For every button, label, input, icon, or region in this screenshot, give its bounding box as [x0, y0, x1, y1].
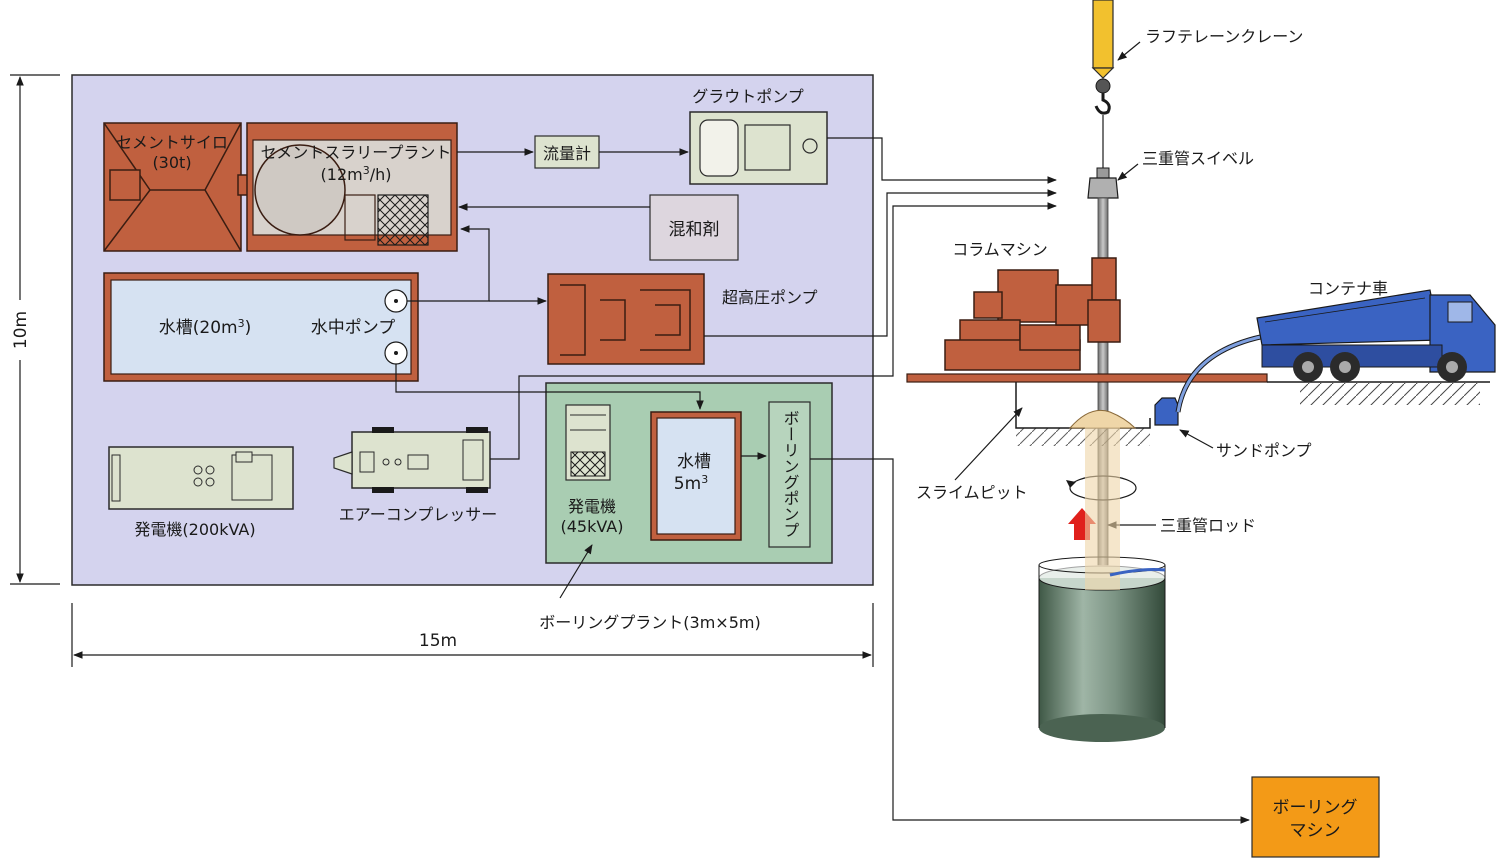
height-dimension-label: 10m — [11, 311, 31, 349]
container-truck-label: コンテナ車 — [1308, 279, 1388, 298]
boring-water-tank-name: 水槽 — [677, 452, 711, 472]
container-truck: コンテナ車 — [1256, 279, 1496, 382]
flow-meter-label: 流量計 — [543, 144, 591, 163]
ground-platform — [906, 373, 1268, 383]
flow-meter: 流量計 — [534, 135, 600, 169]
cement-silo-name: セメントサイロ — [116, 133, 228, 152]
slime-pit-label: スライムピット — [916, 483, 1028, 502]
boring-machine: ボーリング マシン — [1251, 776, 1380, 858]
water-tank-large: 水槽(20m3) 水中ポンプ — [103, 272, 419, 382]
boring-generator-name: 発電機 — [568, 497, 616, 516]
slurry-plant-capacity: (12m3/h) — [321, 164, 392, 184]
width-dimension-label: 15m — [419, 631, 457, 651]
boring-generator-capacity: (45kVA) — [561, 517, 624, 536]
boring-machine-line-1: ボーリング — [1273, 798, 1358, 818]
ultra-high-pressure-pump: 超高圧ポンプ — [547, 273, 818, 365]
column-machine-label: コラムマシン — [952, 240, 1048, 259]
cement-silo: セメントサイロ (30t) — [103, 122, 271, 252]
cement-slurry-plant: セメントスラリープラント (12m3/h) — [246, 122, 458, 252]
generator-large: 発電機(200kVA) — [108, 446, 294, 539]
boring-water-tank-volume: 5m3 — [674, 473, 708, 494]
crane-label: ラフテレーンクレーン — [1145, 27, 1303, 46]
ultra-high-pressure-pump-label: 超高圧ポンプ — [722, 288, 818, 307]
air-compressor-label: エアーコンプレッサー — [339, 505, 498, 524]
admixture: 混和剤 — [649, 194, 739, 261]
cement-silo-capacity: (30t) — [152, 153, 191, 172]
column-machine: コラムマシン — [944, 240, 1121, 371]
grout-pump: グラウトポンプ — [689, 87, 828, 185]
height-dimension: 10m — [10, 74, 60, 585]
sand-pump: サンドポンプ — [1154, 332, 1312, 460]
sand-pump-label: サンドポンプ — [1216, 441, 1312, 460]
swivel: 三重管スイベル — [1087, 149, 1254, 199]
boring-plant-caption: ボーリングプラント(3m×5m) — [539, 613, 760, 632]
air-compressor: エアーコンプレッサー — [333, 427, 498, 524]
admixture-label: 混和剤 — [669, 220, 720, 240]
boring-machine-line-2: マシン — [1290, 821, 1341, 841]
generator-large-label: 発電機(200kVA) — [134, 520, 255, 539]
grout-pump-label: グラウトポンプ — [692, 87, 804, 106]
flow-lines — [395, 137, 1250, 824]
submersible-pump-label: 水中ポンプ — [311, 318, 396, 338]
boring-pump-label: ボーリングポンプ — [781, 410, 800, 538]
width-dimension: 15m — [71, 603, 874, 667]
improved-column — [1038, 420, 1166, 742]
crane: ラフテレーンクレーン — [1091, 0, 1303, 172]
rod-label: 三重管ロッド — [1160, 516, 1256, 535]
slurry-plant-name: セメントスラリープラント — [261, 143, 452, 162]
swivel-label: 三重管スイベル — [1142, 149, 1254, 168]
boring-plant: 発電機 (45kVA) 水槽 5m3 ボーリングポンプ — [545, 382, 833, 564]
water-tank-large-label: 水槽(20m3) — [159, 317, 251, 338]
